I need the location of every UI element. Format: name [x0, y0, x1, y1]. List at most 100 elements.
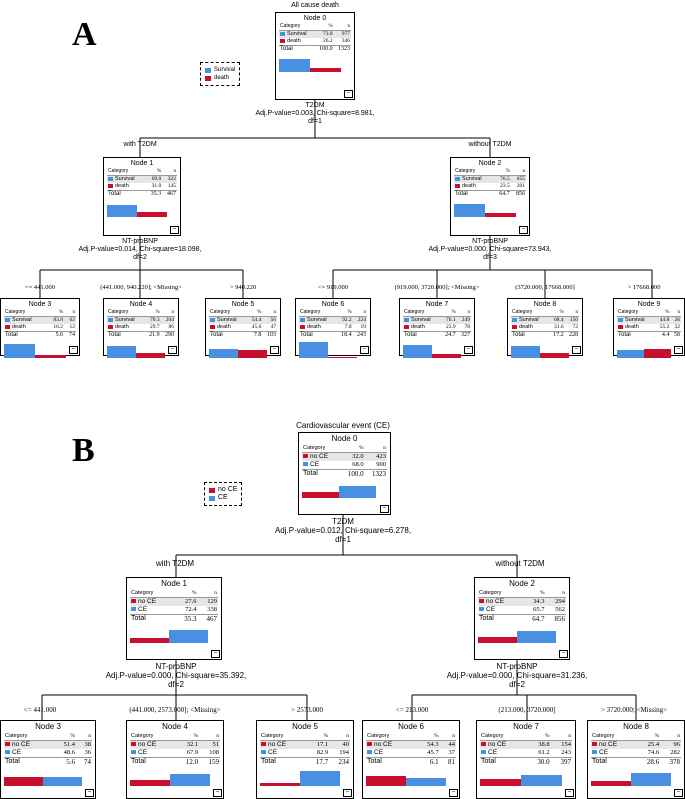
collapse-toggle[interactable]: –: [519, 226, 528, 234]
bar-red: [137, 212, 167, 217]
collapse-toggle[interactable]: –: [674, 346, 683, 354]
category-label: CE: [374, 749, 384, 756]
legend-swatch-blue: [205, 67, 211, 73]
category-n: 249: [456, 316, 471, 324]
category-swatch: [592, 750, 597, 755]
total-label: Total: [511, 331, 549, 339]
bar-blue: [4, 344, 35, 358]
col-pct: %: [654, 309, 671, 317]
bar-red: [260, 783, 300, 786]
split-df: df=1: [308, 118, 322, 125]
category-swatch: [261, 750, 266, 755]
category-swatch: [108, 183, 113, 188]
total-n: 103: [262, 331, 277, 339]
node-title: Node 0: [303, 15, 327, 22]
col-n: n: [262, 309, 277, 317]
node-bar-chart: [302, 480, 387, 498]
col-n: n: [510, 168, 526, 176]
total-pct: 7.8: [246, 331, 263, 339]
collapse-toggle[interactable]: –: [85, 789, 94, 797]
total-label: Total: [617, 331, 655, 339]
collapse-toggle[interactable]: –: [69, 346, 78, 354]
category-pct: 61.2: [538, 749, 550, 756]
category-swatch: [131, 607, 136, 612]
collapse-toggle[interactable]: –: [344, 90, 353, 98]
collapse-toggle[interactable]: –: [449, 789, 458, 797]
collapse-toggle[interactable]: –: [213, 789, 222, 797]
total-n: 228: [564, 331, 579, 339]
bar-red: [591, 781, 631, 786]
collapse-toggle[interactable]: –: [170, 226, 179, 234]
collapse-toggle[interactable]: –: [270, 346, 279, 354]
category-label: death: [307, 324, 321, 330]
collapse-toggle[interactable]: –: [168, 346, 177, 354]
total-n: 74: [75, 757, 92, 766]
total-n: 58: [670, 331, 681, 339]
total-n: 467: [162, 190, 177, 198]
total-pct: 30.0: [526, 757, 551, 766]
total-pct: 17.2: [548, 331, 565, 339]
panel-a-letter: A: [72, 16, 97, 53]
total-label: Total: [107, 331, 145, 339]
col-category: Category: [279, 23, 315, 31]
col-pct: %: [548, 309, 565, 317]
node-bar-chart: [591, 768, 681, 786]
category-swatch: [455, 176, 460, 181]
col-pct: %: [440, 309, 457, 317]
node-title: Node 3: [28, 301, 52, 308]
collapse-toggle[interactable]: –: [565, 789, 574, 797]
col-n: n: [333, 23, 351, 31]
category-pct: 44.8: [654, 316, 671, 324]
bar-blue: [631, 773, 671, 786]
bar-blue: [169, 630, 208, 643]
category-pct: 83.8: [46, 316, 65, 324]
bar-blue: [43, 777, 82, 786]
collapse-toggle[interactable]: –: [572, 346, 581, 354]
bar-red: [35, 355, 66, 358]
collapse-toggle[interactable]: –: [380, 505, 389, 513]
bar-red: [328, 357, 357, 358]
collapse-toggle[interactable]: –: [343, 789, 352, 797]
total-pct: 35.3: [145, 190, 163, 198]
category-pct: 16.2: [53, 324, 64, 330]
col-pct: %: [46, 309, 65, 317]
node-title: Node 3: [35, 722, 61, 731]
category-label: Survival: [217, 317, 237, 323]
bar-blue: [454, 204, 485, 217]
bar-blue: [300, 771, 340, 786]
bar-red: [130, 780, 170, 786]
category-n: 44: [439, 740, 456, 749]
bar-blue: [279, 59, 310, 72]
col-n: n: [64, 309, 76, 317]
bar-red: [4, 777, 43, 786]
collapse-toggle[interactable]: –: [674, 789, 683, 797]
category-swatch: [131, 750, 136, 755]
category-n: 156: [564, 316, 579, 324]
collapse-toggle[interactable]: –: [211, 650, 220, 658]
col-n: n: [439, 732, 456, 741]
node-bar-chart: [403, 341, 471, 358]
total-pct: 12.0: [175, 757, 200, 766]
category-swatch: [280, 31, 285, 36]
col-pct: %: [415, 732, 440, 741]
category-n: 19: [360, 324, 367, 330]
collapse-toggle[interactable]: –: [464, 346, 473, 354]
category-swatch: [280, 38, 285, 43]
category-n: 47: [270, 324, 277, 330]
total-label: Total: [4, 331, 47, 339]
category-pct: 65.7: [533, 606, 545, 613]
collapse-toggle[interactable]: –: [360, 346, 369, 354]
category-swatch: [131, 742, 136, 747]
col-category: Category: [4, 309, 47, 317]
node-title: Node 2: [509, 579, 535, 588]
total-pct: 24.7: [440, 331, 457, 339]
bar-blue: [406, 778, 446, 786]
category-label: no CE: [138, 741, 157, 748]
collapse-toggle[interactable]: –: [559, 650, 568, 658]
